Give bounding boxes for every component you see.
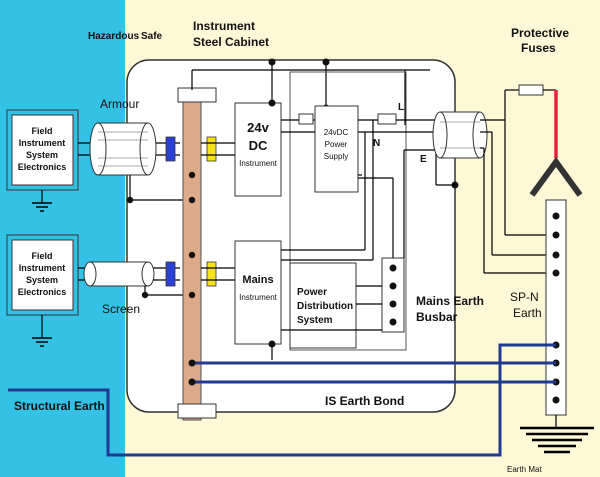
dc-instrument-box	[234, 102, 282, 197]
hazardous-label: Hazardous	[88, 31, 140, 42]
cabinet-title-line1: Instrument	[193, 19, 255, 33]
field1-line2: Instrument	[19, 138, 66, 148]
spn-line1: SP-N	[510, 290, 539, 304]
fuse-block-1	[298, 113, 314, 125]
structural-earth-label: Structural Earth	[14, 399, 105, 413]
fuses-title-line2: Fuses	[521, 41, 556, 55]
dc-line1: 24v	[247, 120, 269, 135]
barrier-blue-2	[165, 261, 176, 287]
psu-line2: Power	[325, 140, 348, 149]
field2-line3: System	[26, 275, 58, 285]
mains-line1: Mains	[242, 274, 273, 286]
screen-label: Screen	[102, 302, 140, 316]
busbar-top-bracket	[177, 87, 217, 103]
field2-line2: Instrument	[19, 263, 66, 273]
screen-cable-gland	[83, 261, 155, 287]
barrier-blue-1	[165, 136, 176, 162]
pds-line1: Power	[297, 287, 327, 298]
field2-line1: Field	[31, 251, 52, 261]
field1-line1: Field	[31, 126, 52, 136]
power-supply-box	[314, 105, 359, 193]
ground-symbol-icon	[32, 337, 52, 347]
dc-line2: DC	[249, 138, 268, 153]
mains-instrument-box	[234, 240, 282, 345]
psu-region	[289, 71, 407, 351]
dc-line3: Instrument	[239, 159, 278, 168]
barrier-yellow-1	[206, 136, 217, 162]
field1-line3: System	[26, 150, 58, 160]
cabinet-title-line2: Steel Cabinet	[193, 35, 269, 49]
live-terminal-label: L	[398, 102, 404, 113]
fuse-block-2	[377, 113, 397, 125]
earth-mat-label: Earth Mat	[507, 465, 542, 474]
mains-busbar-line2: Busbar	[416, 310, 458, 324]
mains-cable-gland	[432, 111, 488, 159]
safe-label: Safe	[141, 31, 163, 42]
barrier-yellow-2	[206, 261, 217, 287]
link-connector	[529, 156, 583, 197]
pds-line3: System	[297, 315, 333, 326]
hazardous-zone	[0, 0, 125, 477]
ground-symbol-icon	[32, 202, 52, 212]
psu-line1: 24vDC	[324, 128, 349, 137]
earth-mat-icon	[520, 426, 594, 454]
spn-line2: Earth	[513, 306, 542, 320]
armour-label: Armour	[100, 97, 139, 111]
armour-cable-gland	[89, 122, 157, 176]
field2-line4: Electronics	[18, 287, 67, 297]
mains-line2: Instrument	[239, 293, 278, 302]
psu-line3: Supply	[324, 152, 348, 161]
busbar-bottom-bracket	[177, 403, 217, 419]
fuses-title-line1: Protective	[511, 26, 569, 40]
protective-fuse-icon	[518, 84, 544, 96]
mains-busbar-line1: Mains Earth	[416, 294, 484, 308]
power-distribution-box	[289, 262, 357, 349]
field1-line4: Electronics	[18, 162, 67, 172]
neutral-terminal-label: N	[373, 138, 380, 149]
structural-earth-bond	[8, 343, 556, 457]
is-earth-bond-label: IS Earth Bond	[325, 394, 404, 408]
field-instrument-1-inner	[11, 114, 74, 186]
field-instrument-2-inner	[11, 239, 74, 311]
pds-line2: Distribution	[297, 301, 353, 312]
earth-terminal-label: E	[420, 154, 427, 165]
